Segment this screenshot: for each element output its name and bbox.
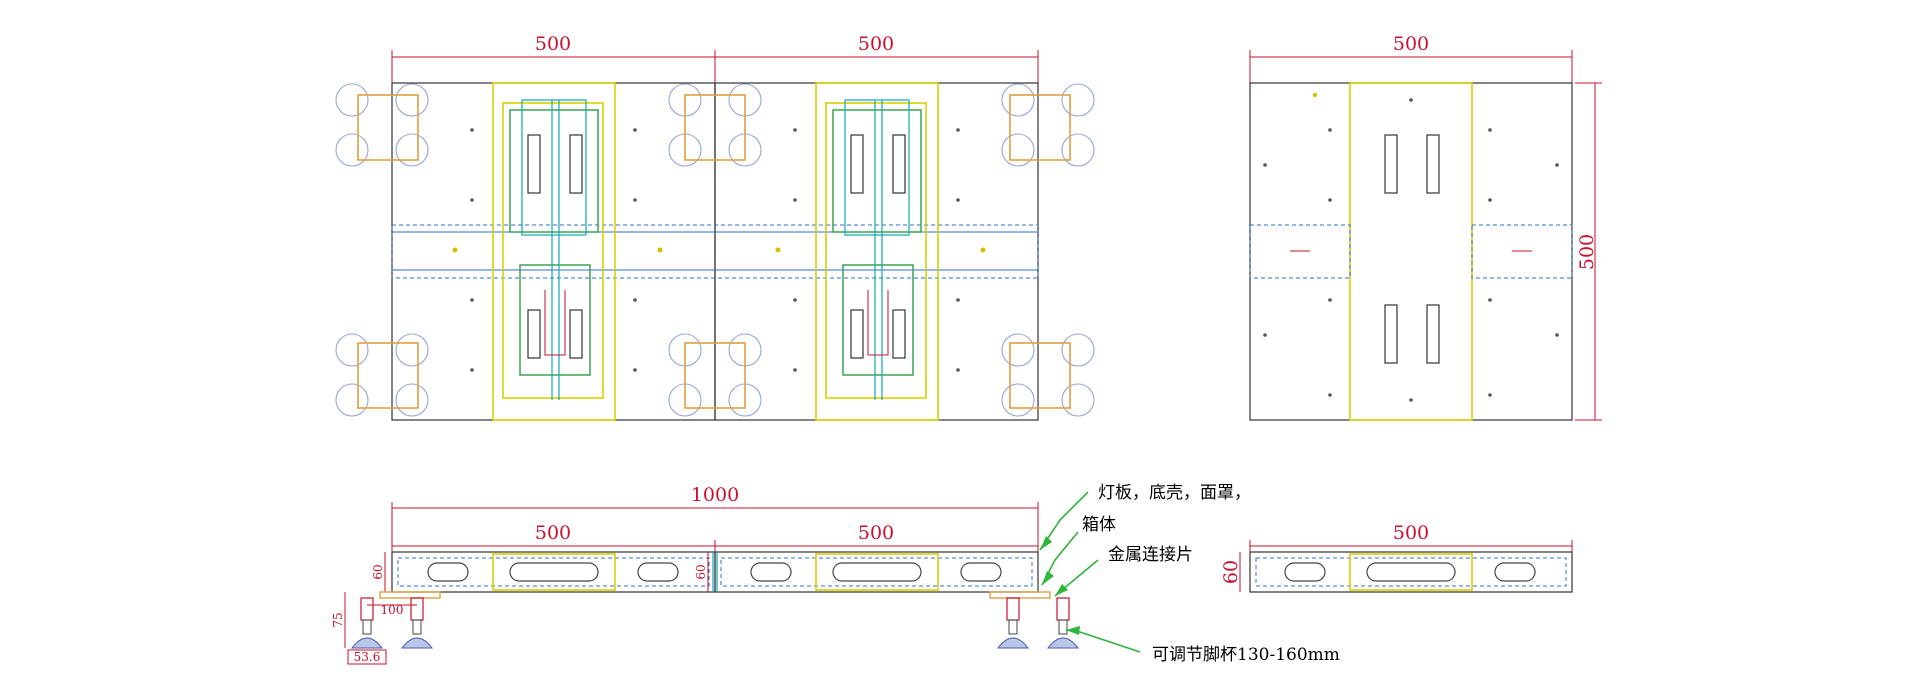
dim-top-right-width: 500	[1393, 33, 1429, 55]
callout-metal-connector: 金属连接片	[1108, 545, 1193, 565]
dim-foot-spacing: 100	[381, 603, 404, 617]
dim-top-right-height: 500	[1576, 234, 1598, 270]
plan-view-double-cabinet: 500 500	[335, 33, 1095, 421]
callout-cabinet: 箱体	[1082, 515, 1116, 535]
callout-adjustable-foot: 可调节脚杯130-160mm	[1152, 645, 1340, 665]
dim-bottom-left-2: 500	[858, 522, 894, 544]
callout-panel-shell-mask: 灯板，底壳，面罩，	[1098, 483, 1251, 503]
side-elevation-double-cabinet: 1000 500 500 60 60	[331, 484, 1080, 665]
dim-bottom-right-width: 500	[1393, 522, 1429, 544]
dim-top-left-2: 500	[858, 33, 894, 55]
dim-foot-height: 75	[331, 612, 345, 627]
back-view-single-cabinet: 500 500	[1249, 33, 1602, 421]
dim-bottom-height-1: 60	[371, 564, 385, 579]
dim-bottom-left-1: 500	[535, 522, 571, 544]
dim-foot-width: 53.6	[354, 650, 381, 664]
dim-bottom-total: 1000	[691, 484, 739, 506]
adjustable-feet	[350, 597, 1080, 649]
dim-bottom-height-2: 60	[694, 564, 708, 579]
corner-handles	[335, 83, 1095, 417]
dim-bottom-right-height: 60	[1220, 560, 1242, 584]
dim-top-left-1: 500	[535, 33, 571, 55]
callouts: 灯板，底壳，面罩， 箱体 金属连接片 可调节脚杯130-160mm	[1039, 483, 1340, 665]
side-elevation-single-cabinet: 500 60	[1220, 522, 1573, 593]
screw-dots	[452, 128, 986, 372]
